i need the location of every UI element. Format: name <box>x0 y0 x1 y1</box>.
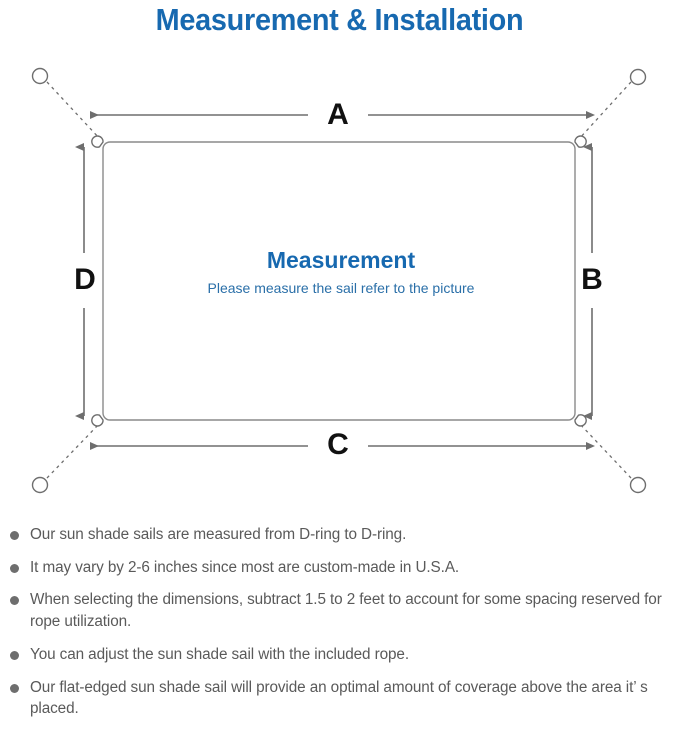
list-item: You can adjust the sun shade sail with t… <box>0 644 679 666</box>
measurement-diagram: A C D B Measurement Please measure the s… <box>0 50 679 520</box>
list-item: Our flat-edged sun shade sail will provi… <box>0 677 679 720</box>
rope-top-left <box>46 81 101 140</box>
sail-center-subtitle: Please measure the sail refer to the pic… <box>208 280 475 296</box>
bullet-icon <box>10 563 19 573</box>
dimension-d-label: D <box>74 263 96 296</box>
anchor-point-bottom-left <box>31 476 49 494</box>
rope-top-right <box>578 81 632 140</box>
sail-center-title: Measurement <box>267 247 416 273</box>
dimension-b-label: B <box>581 263 603 296</box>
note-text: It may vary by 2-6 inches since most are… <box>30 558 460 576</box>
rope-bottom-left <box>46 422 101 479</box>
bullet-icon <box>10 596 19 606</box>
dimension-c-label: C <box>327 428 349 461</box>
note-text: Our sun shade sails are measured from D-… <box>30 526 407 543</box>
d-ring-top-right <box>574 135 587 148</box>
d-ring-bottom-left <box>91 414 104 427</box>
note-text: You can adjust the sun shade sail with t… <box>30 645 409 663</box>
anchor-point-bottom-right <box>629 476 647 494</box>
d-ring-top-left <box>91 135 104 148</box>
d-rings <box>91 135 587 427</box>
rope-lines <box>46 81 632 479</box>
anchor-point-top-right <box>629 68 647 86</box>
list-item: Our sun shade sails are measured from D-… <box>0 524 679 546</box>
note-text: Our flat-edged sun shade sail will provi… <box>30 678 648 718</box>
bullet-icon <box>10 683 19 693</box>
d-ring-bottom-right <box>574 414 587 427</box>
sail-body <box>102 141 576 421</box>
notes-list: Our sun shade sails are measured from D-… <box>0 524 679 731</box>
bullet-icon <box>10 650 19 660</box>
anchor-point-top-left <box>31 67 49 85</box>
anchor-points <box>31 67 647 494</box>
bullet-icon <box>10 531 19 540</box>
rope-bottom-right <box>578 422 632 479</box>
page-title: Measurement & Installation <box>155 2 524 37</box>
list-item: When selecting the dimensions, subtract … <box>0 589 679 632</box>
list-item: It may vary by 2-6 inches since most are… <box>0 557 679 579</box>
dimension-a-label: A <box>327 98 349 131</box>
note-text: When selecting the dimensions, subtract … <box>30 591 662 631</box>
